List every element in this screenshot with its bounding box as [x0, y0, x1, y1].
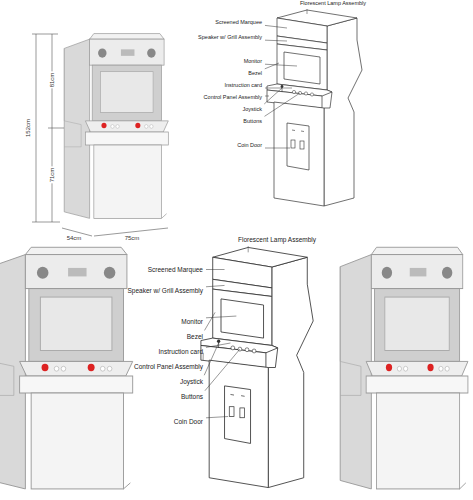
leader-line [265, 96, 269, 97]
leader-line [206, 285, 225, 286]
part-label: Speaker w/ Grill Assembly [128, 287, 204, 294]
part-label: Control Panel Assembly [134, 363, 203, 370]
dimension-label: 71cm [49, 167, 56, 184]
part-label: Buttons [181, 393, 203, 400]
part-label: Screened Marquee [148, 266, 203, 273]
dimension-label: 75cm [124, 235, 141, 242]
part-label: Speaker w/ Grill Assembly [198, 34, 262, 40]
leader-line [307, 9, 308, 14]
leader-line [265, 88, 292, 89]
part-label: Coin Door [237, 142, 262, 148]
part-label: Screened Marquee [215, 19, 262, 25]
part-label: Bezel [187, 333, 203, 340]
leader-line [204, 343, 218, 375]
part-label: Instruction card [159, 348, 203, 355]
leader-line [265, 148, 290, 149]
dimension-label: 152cm [25, 118, 32, 138]
leader-line [264, 88, 282, 104]
part-label: Florescent Lamp Assembly [238, 236, 316, 243]
part-label: Instruction card [224, 82, 262, 88]
leader-line [206, 316, 236, 318]
leader-line [265, 40, 287, 42]
part-label: Monitor [181, 318, 203, 325]
dimension-label: 81cm [49, 72, 56, 89]
leader-line [265, 93, 300, 116]
leader-line [206, 269, 225, 270]
part-label: Joystick [180, 378, 203, 385]
leader-line [248, 246, 249, 252]
leader-line [205, 312, 216, 330]
part-label: Coin Door [174, 418, 203, 425]
part-label: Florescent Lamp Assembly [300, 0, 366, 6]
part-label: Bezel [248, 70, 262, 76]
part-label: Control Panel Assembly [204, 94, 262, 100]
part-label: Monitor [244, 58, 262, 64]
leader-line [206, 417, 228, 418]
leader-line [265, 63, 279, 69]
leader-line [265, 25, 287, 28]
part-label: Buttons [243, 118, 262, 124]
leader-line [265, 64, 297, 66]
leader-line [205, 349, 240, 391]
dimension-label: 54cm [66, 235, 83, 242]
part-label: Joystick [242, 106, 262, 112]
